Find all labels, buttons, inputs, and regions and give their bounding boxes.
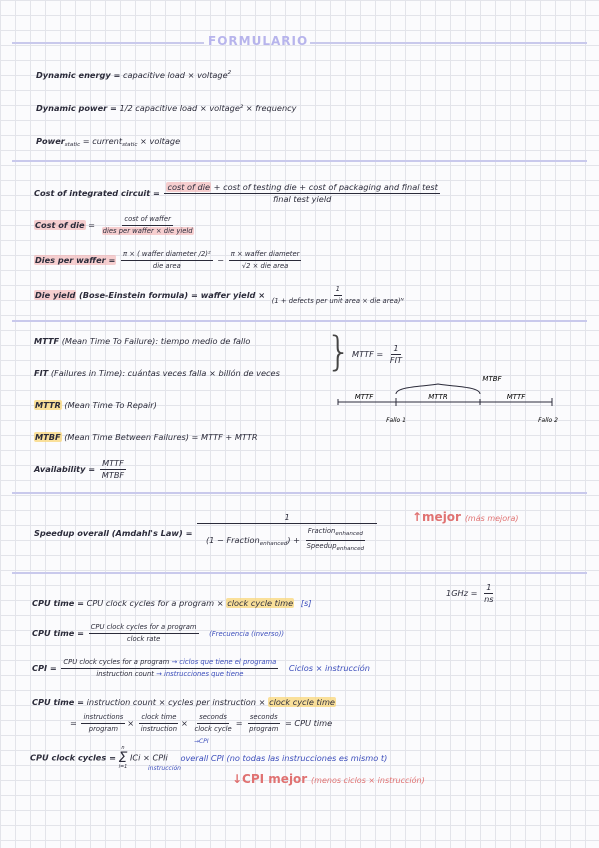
section-divider	[12, 320, 587, 322]
fit-definition: FIT (Failures in Time): cuántas veces fa…	[34, 368, 280, 378]
brace: }	[326, 329, 352, 375]
title-rule-left	[12, 42, 204, 44]
amdahl-formula: Speedup overall (Amdahl's Law) = 1 (1 − …	[34, 512, 379, 555]
cpi-formula: CPI = CPU clock cycles for a program → c…	[32, 658, 371, 678]
timeline-mttf-1: MTTF	[355, 393, 375, 401]
timeline-mtbf: MTBF	[482, 375, 502, 383]
dynamic-energy-formula: Dynamic energy = capacitive load × volta…	[36, 70, 232, 80]
die-cost-formula: Cost of die = cost of waffer dies per wa…	[34, 215, 194, 235]
dies-per-waffer-formula: Dies per waffer = π × ( waffer diameter …	[34, 250, 302, 270]
failure-timeline-diagram: MTTF MTTR MTTF MTBF Fallo 1 Fallo 2	[337, 375, 558, 424]
title-rule-right	[310, 42, 587, 44]
static-power-formula: Powerstatic = currentstatic × voltage	[36, 136, 181, 148]
timeline-fallo-2: Fallo 2	[538, 417, 558, 424]
timeline-mttr: MTTR	[428, 393, 448, 401]
mttf-definition: MTTF (Mean Time To Failure): tiempo medi…	[34, 336, 251, 346]
page-title: FORMULARIO	[208, 34, 309, 48]
ic-tag: instrucción	[148, 765, 181, 772]
ic-cost-formula: Cost of integrated circuit = cost of die…	[34, 182, 440, 204]
timeline-fallo-1: Fallo 1	[386, 417, 406, 424]
mttr-definition: MTTR (Mean Time To Repair)	[34, 400, 157, 410]
cpu-clock-cycles-formula: CPU clock cycles = n Σ i=1 ICi × CPIi ov…	[30, 745, 388, 770]
section-divider	[12, 492, 587, 494]
cpu-time-formula-3: CPU time = instruction count × cycles pe…	[32, 697, 336, 707]
mtbf-definition: MTBF (Mean Time Between Failures) = MTTF…	[34, 432, 258, 442]
cpi-better-note: ↓CPI mejor (menos ciclos × instrucción)	[232, 772, 425, 786]
section-divider	[12, 572, 587, 574]
speedup-note: ↑mejor (más mejora)	[412, 510, 519, 524]
timeline-mttf-2: MTTF	[507, 393, 527, 401]
section-divider	[12, 160, 587, 162]
cpi-tag: →CPI	[194, 738, 209, 745]
die-yield-formula: Die yield (Bose-Einstein formula) = waff…	[34, 285, 404, 305]
cpu-time-formula-2: CPU time = CPU clock cycles for a progra…	[32, 623, 284, 643]
dynamic-power-formula: Dynamic power = 1/2 capacitive load × vo…	[36, 103, 297, 113]
cpu-time-formula-1: CPU time = CPU clock cycles for a progra…	[32, 598, 312, 608]
